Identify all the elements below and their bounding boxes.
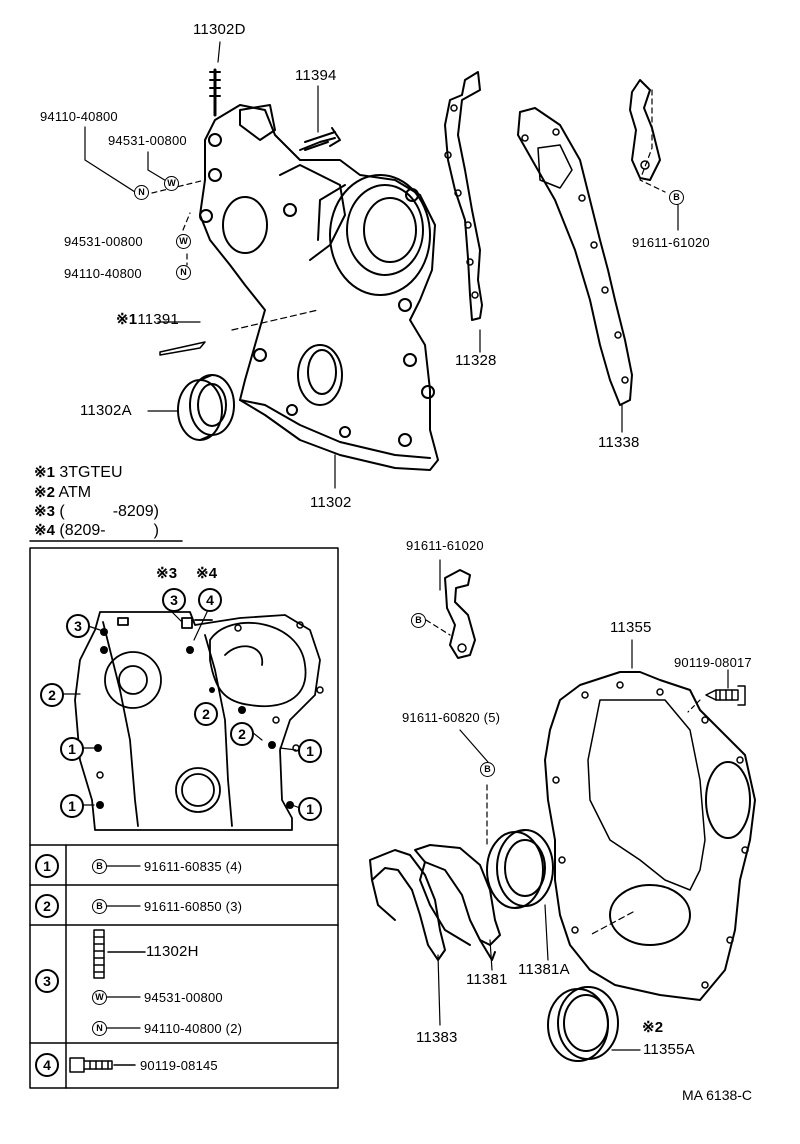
timing-cover-drawing [199,68,439,471]
note-4: ※4 (8209- ) [34,522,159,540]
inset-mark-4: ※4 [196,565,218,582]
retainer-drawing [414,844,501,961]
note-1-text: 3TGTEU [59,464,123,481]
label-11355: 11355 [610,619,652,636]
inset-panel [29,547,339,1089]
label-nut-2: 94110-40800 [64,266,142,281]
label-11355A: 11355A [643,1041,695,1058]
legend-row4-num: 4 [35,1053,59,1077]
label-washer-2: 94531-00800 [64,234,143,249]
legend-row2-num: 2 [35,894,59,918]
inset-callout-2-mid: 2 [194,702,218,726]
legend-row3-num: 3 [35,969,59,993]
label-11302: 11302 [310,494,352,511]
legend-row3-stud: 11302H [146,943,199,960]
front-oil-seal-drawing [177,374,235,441]
inset-bolt-holes [94,628,294,809]
washer-badge-2: W [176,234,191,249]
pin-mark: ※1 [116,311,138,328]
note-3-mark: ※3 [34,503,55,520]
inset-callout-2-left: 2 [40,683,64,707]
legend-row4-bolt: 90119-08145 [140,1058,218,1073]
note-1-mark: ※1 [34,464,55,481]
leader-lines [84,41,679,489]
rear-plate-drawing [544,671,756,1001]
inset-callout-3-left: 3 [66,614,90,638]
legend-row2-code: 91611-60850 (3) [144,899,243,914]
inset-callout-3-top: 3 [162,588,186,612]
note-4-mark: ※4 [34,522,55,539]
label-11302A: 11302A [80,402,132,419]
label-11381A: 11381A [518,961,570,978]
note-3: ※3 ( -8209) [34,503,159,521]
gasket-11338-drawing [517,107,633,406]
label-11302D: 11302D [193,21,246,38]
inset-cover-drawing [74,611,321,831]
label-11381: 11381 [466,971,508,988]
label-bolt-b2: 91611-61020 [406,538,484,553]
bolt-90119-08145-drawing [69,1057,136,1073]
bolt-badge-2: B [411,613,426,628]
label-nut-1: 94110-40800 [40,109,118,124]
nut-badge-1: N [134,185,149,200]
note-3-text: ( -8209) [59,503,159,520]
legend-row3-washer-badge: W [92,990,107,1005]
inset-callout-1-b: 1 [60,794,84,818]
note-2-text: ATM [58,484,92,501]
label-bolt-b3: 91611-60820 (5) [402,710,501,725]
label-bolt-b1: 91611-61020 [632,235,710,250]
note-2: ※2 ATM [34,484,91,502]
retainer-gasket-drawing [369,849,446,961]
note-4-text: (8209- ) [59,522,159,539]
note-2-mark: ※2 [34,484,55,501]
washer-badge-1: W [164,176,179,191]
legend-row2-bolt-badge: B [92,899,107,914]
bracket-hook-top-drawing [629,79,661,181]
inset-callout-1-d: 1 [298,797,322,821]
label-washer-1: 94531-00800 [108,133,187,148]
note-1: ※1 3TGTEU [34,464,123,482]
stud-11302H-drawing [93,929,146,979]
pin-code: 11391 [137,311,179,328]
legend-row1-num: 1 [35,854,59,878]
inset-mark-3: ※3 [156,565,178,582]
rear-seal-mark: ※2 [642,1019,664,1036]
pin-drawing [159,341,206,356]
legend-row1-code: 91611-60835 (4) [144,859,243,874]
rear-oil-seal-drawing [486,829,554,909]
label-11391: ※111391 [116,312,179,328]
inset-callout-1-a: 1 [60,737,84,761]
bolt-90119-08017-drawing [705,685,746,706]
label-11394: 11394 [295,67,337,84]
legend-row3-nut-badge: N [92,1021,107,1036]
inset-open-holes [96,621,324,779]
label-11338: 11338 [598,434,640,451]
inset-callout-2-right: 2 [230,722,254,746]
legend-row1-bolt-badge: B [92,859,107,874]
bracket-hook-mid-drawing [444,569,476,659]
diagram-code: MA 6138-C [682,1087,753,1103]
label-90119-08017: 90119-08017 [674,655,752,670]
label-11383: 11383 [416,1029,458,1046]
label-11328: 11328 [455,352,497,369]
bolt-badge-3: B [480,762,495,777]
bolt-badge-1: B [669,190,684,205]
gasket-11328-drawing [444,71,483,321]
legend-leaders [105,865,141,1029]
rear-seal-11355A-drawing [547,986,619,1062]
nut-badge-2: N [176,265,191,280]
inset-callout-4-top: 4 [198,588,222,612]
legend-row3-nut: 94110-40800 (2) [144,1021,243,1036]
legend-row3-washer: 94531-00800 [144,990,223,1005]
inset-callout-1-c: 1 [298,739,322,763]
